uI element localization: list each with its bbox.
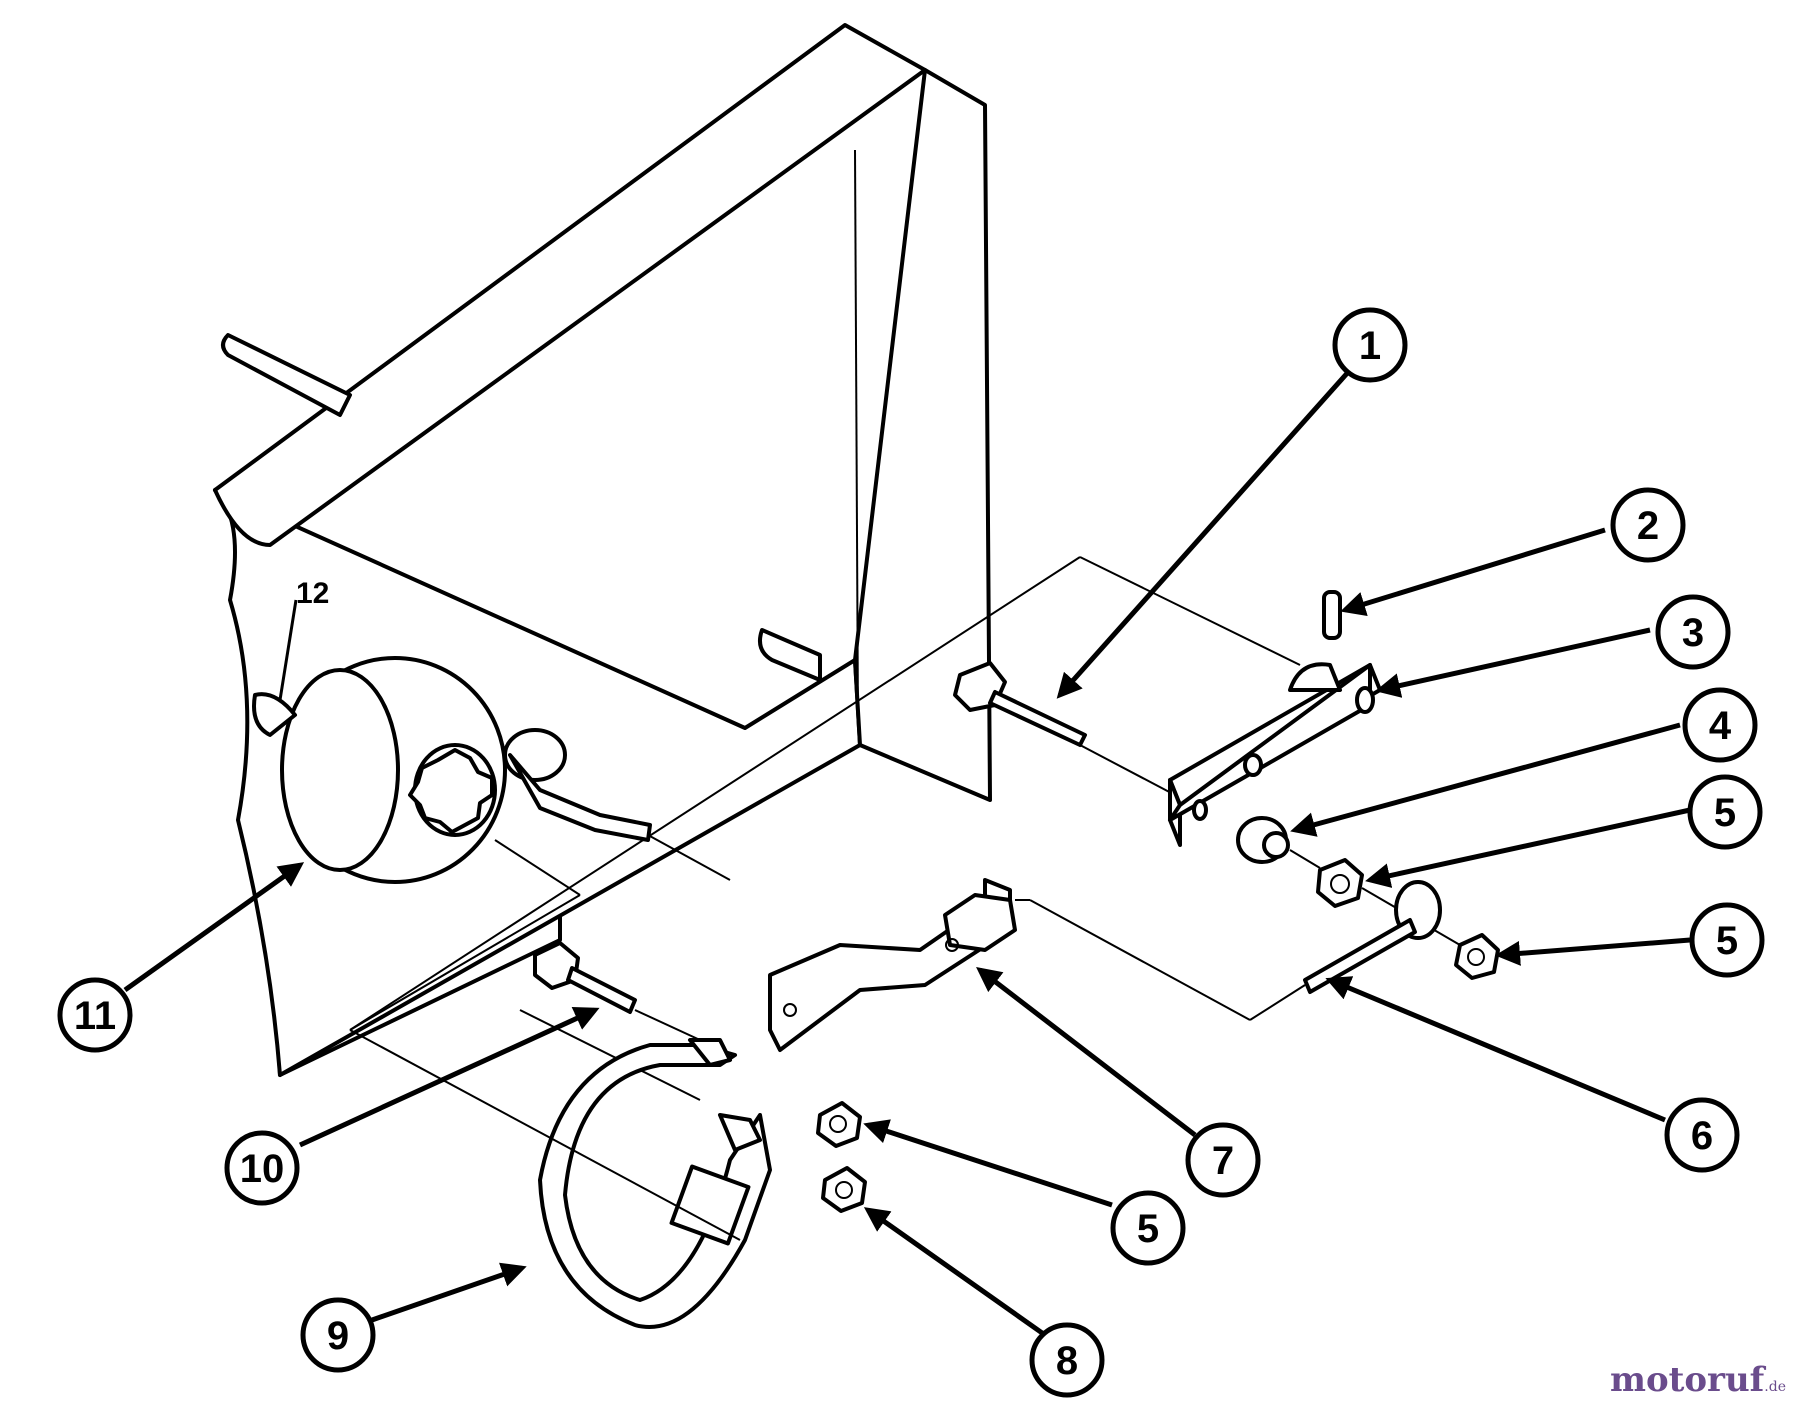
callout-number: 8 <box>1056 1339 1078 1383</box>
callout-5c: 5 <box>1110 1190 1186 1266</box>
callout-4: 4 <box>1682 687 1758 763</box>
callout-number: 3 <box>1682 611 1704 655</box>
leader-lines <box>123 368 1691 1338</box>
callout-number: 2 <box>1637 504 1659 548</box>
key-part-12 <box>252 692 297 737</box>
clutch-drum <box>280 656 581 1031</box>
frame-housing <box>213 23 1301 1077</box>
callout-3: 3 <box>1655 594 1731 670</box>
callout-6: 6 <box>1664 1097 1740 1173</box>
bolt-part-1 <box>953 661 1176 796</box>
callout-8: 8 <box>1029 1322 1105 1398</box>
callout-number: 6 <box>1691 1114 1713 1158</box>
bolt-part-10 <box>519 941 701 1101</box>
nut-part-5c <box>816 1101 862 1148</box>
callout-number: 1 <box>1359 324 1381 368</box>
nut-part-5b <box>1454 933 1500 980</box>
callout-number: 9 <box>327 1314 349 1358</box>
eye-bolt-part-6 <box>1029 880 1442 1021</box>
link-arm-part-7 <box>768 878 1030 1052</box>
watermark-main: motoruf <box>1610 1360 1765 1400</box>
watermark-tld: .de <box>1764 1379 1786 1395</box>
clutch-shaft-bolt <box>503 728 731 881</box>
callout-2: 2 <box>1610 487 1686 563</box>
callout-10: 10 <box>224 1130 300 1206</box>
callout-number: 7 <box>1212 1139 1234 1183</box>
callout-number: 4 <box>1709 704 1732 748</box>
callout-number: 5 <box>1137 1207 1159 1251</box>
label-12: 12 <box>296 577 329 610</box>
callout-number: 11 <box>74 994 116 1038</box>
callout-number: 10 <box>240 1147 285 1191</box>
callout-number: 5 <box>1716 919 1738 963</box>
callout-7: 7 <box>1185 1122 1261 1198</box>
pin-part-2 <box>1322 590 1342 640</box>
watermark-logo: motoruf.de <box>1610 1360 1786 1400</box>
callout-number: 5 <box>1714 791 1736 835</box>
brake-band-part-9 <box>349 1029 772 1329</box>
callout-9: 9 <box>300 1297 376 1373</box>
nut-part-8 <box>821 1166 867 1213</box>
callout-5b: 5 <box>1689 902 1765 978</box>
callout-11: 11 <box>57 977 133 1053</box>
callout-1: 1 <box>1332 307 1408 383</box>
callout-5a: 5 <box>1687 774 1763 850</box>
spacer-part-4 <box>1236 816 1321 869</box>
